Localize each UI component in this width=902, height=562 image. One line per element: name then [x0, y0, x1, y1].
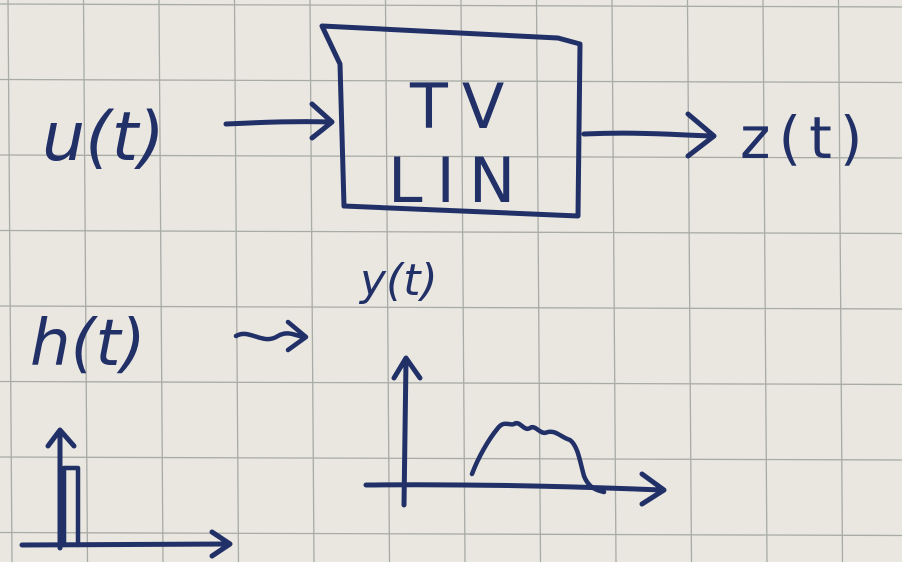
grid-line-vertical [309, 0, 315, 562]
grid-line-vertical [837, 0, 844, 562]
grid-line-vertical [82, 0, 89, 562]
response-y-axis-arrowhead [391, 355, 423, 381]
maps-to-arrow [233, 319, 309, 353]
system-block [319, 23, 583, 219]
block-label-tv: TV [409, 70, 518, 143]
input-arrow [223, 101, 335, 141]
response-curve [469, 420, 607, 495]
grid-line-horizontal [0, 531, 902, 537]
pulse-y-axis-arrowhead [45, 427, 77, 449]
grid-line-vertical [611, 0, 617, 562]
response-y-axis [401, 357, 409, 508]
grid-line-vertical [7, 0, 13, 562]
block-label-lin: LIN [388, 144, 529, 217]
grid-line-horizontal [0, 456, 902, 461]
grid-line-horizontal [0, 305, 902, 310]
grid-line-vertical [233, 0, 240, 562]
grid-line-horizontal [0, 229, 902, 235]
input-pulse-plot [19, 427, 233, 559]
output-response-plot [363, 355, 667, 508]
input-label: u(t) [42, 98, 165, 177]
grid-line-horizontal [0, 154, 902, 159]
response-x-axis [363, 482, 665, 493]
output-label: z(t) [740, 104, 870, 172]
grid-line-vertical [158, 0, 164, 562]
grid-line-horizontal [0, 3, 902, 8]
grid-line-vertical [460, 0, 466, 562]
grid-line-vertical [384, 0, 391, 562]
grid-line-vertical [762, 0, 768, 562]
response-x-axis-arrowhead [639, 471, 667, 507]
impulse-response-label: h(t) [30, 307, 146, 381]
output-arrow [581, 111, 717, 159]
pulse-x-axis-arrowhead [209, 529, 233, 559]
pulse-x-axis [19, 541, 231, 548]
pulse-shape [61, 465, 81, 548]
grid-line-horizontal [0, 78, 902, 84]
grid-line-horizontal [0, 380, 902, 386]
grid-line-vertical [535, 0, 542, 562]
grid-line-vertical [686, 0, 693, 562]
response-label: y(t) [358, 255, 438, 306]
